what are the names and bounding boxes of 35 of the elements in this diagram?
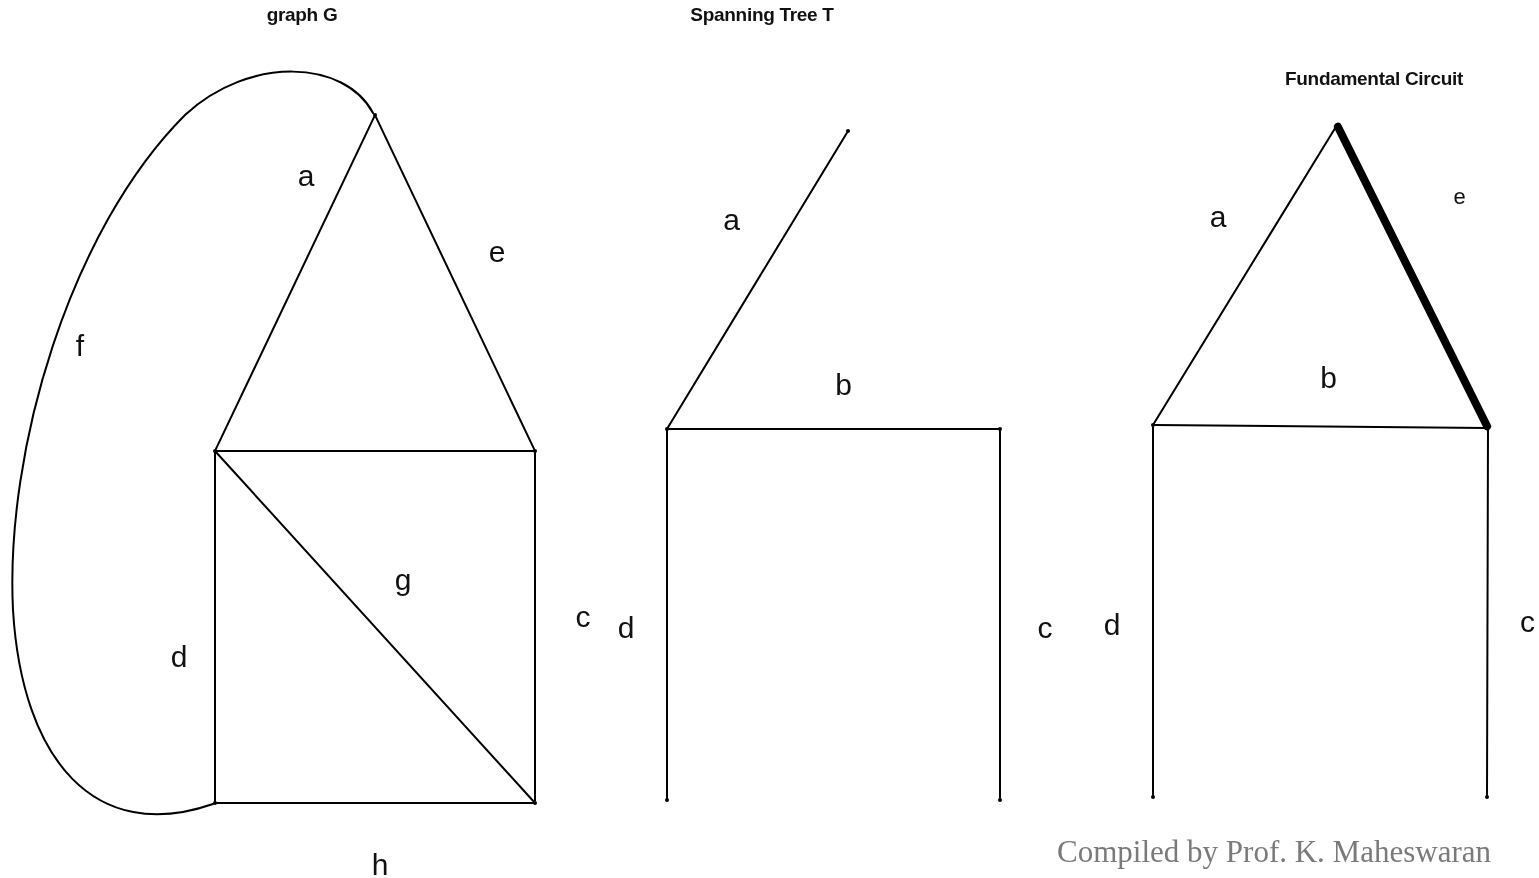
vertex <box>665 798 669 802</box>
vertex <box>533 801 537 805</box>
vertex <box>213 449 217 453</box>
graph-edge <box>668 428 999 430</box>
graph-title: graph G <box>266 4 338 26</box>
graph-edge <box>1154 424 1487 429</box>
graph-edge <box>214 115 376 451</box>
graph-title: Spanning Tree T <box>690 4 834 26</box>
vertex <box>665 427 669 431</box>
graph-title: Fundamental Circuit <box>1285 68 1463 90</box>
graph-edge <box>667 131 848 429</box>
vertex <box>846 129 850 133</box>
vertex <box>998 798 1002 802</box>
vertex <box>1151 795 1155 799</box>
graph-edge <box>1152 426 1154 796</box>
graph-edge <box>1333 122 1492 431</box>
graph-edge <box>11 70 374 816</box>
vertex <box>533 449 537 453</box>
graph-edge <box>216 450 534 452</box>
vertex <box>213 801 217 805</box>
vertex <box>1486 426 1490 430</box>
graph-edge <box>534 452 536 802</box>
graph-edge <box>374 115 536 451</box>
vertex <box>1151 423 1155 427</box>
graph-edge <box>1486 429 1489 796</box>
vertex <box>373 113 377 117</box>
graph-edge <box>214 452 216 802</box>
vertex <box>1335 123 1339 127</box>
credit-caption: Compiled by Prof. K. Maheswaran <box>1057 834 1491 870</box>
vertex <box>1485 795 1489 799</box>
graph-edge <box>666 430 668 799</box>
vertex <box>998 427 1002 431</box>
graph-edge <box>999 430 1001 799</box>
graph-edge <box>216 802 534 804</box>
graph-edge <box>215 451 535 803</box>
